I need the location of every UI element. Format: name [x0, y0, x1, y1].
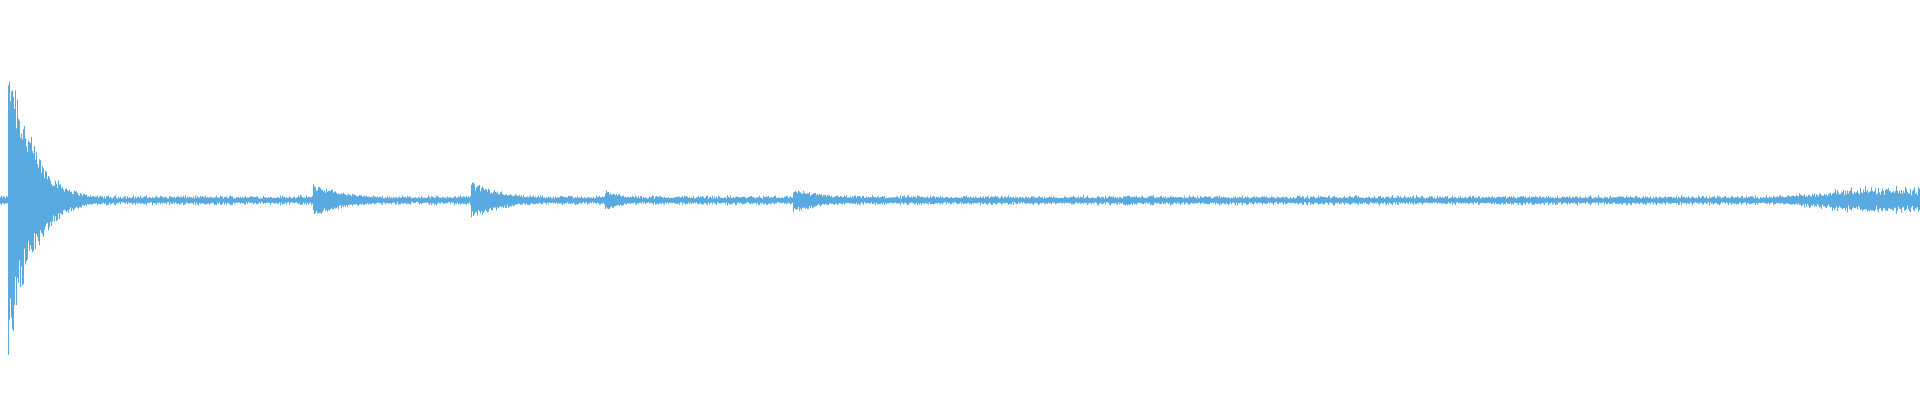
- waveform-signal: [0, 81, 1920, 355]
